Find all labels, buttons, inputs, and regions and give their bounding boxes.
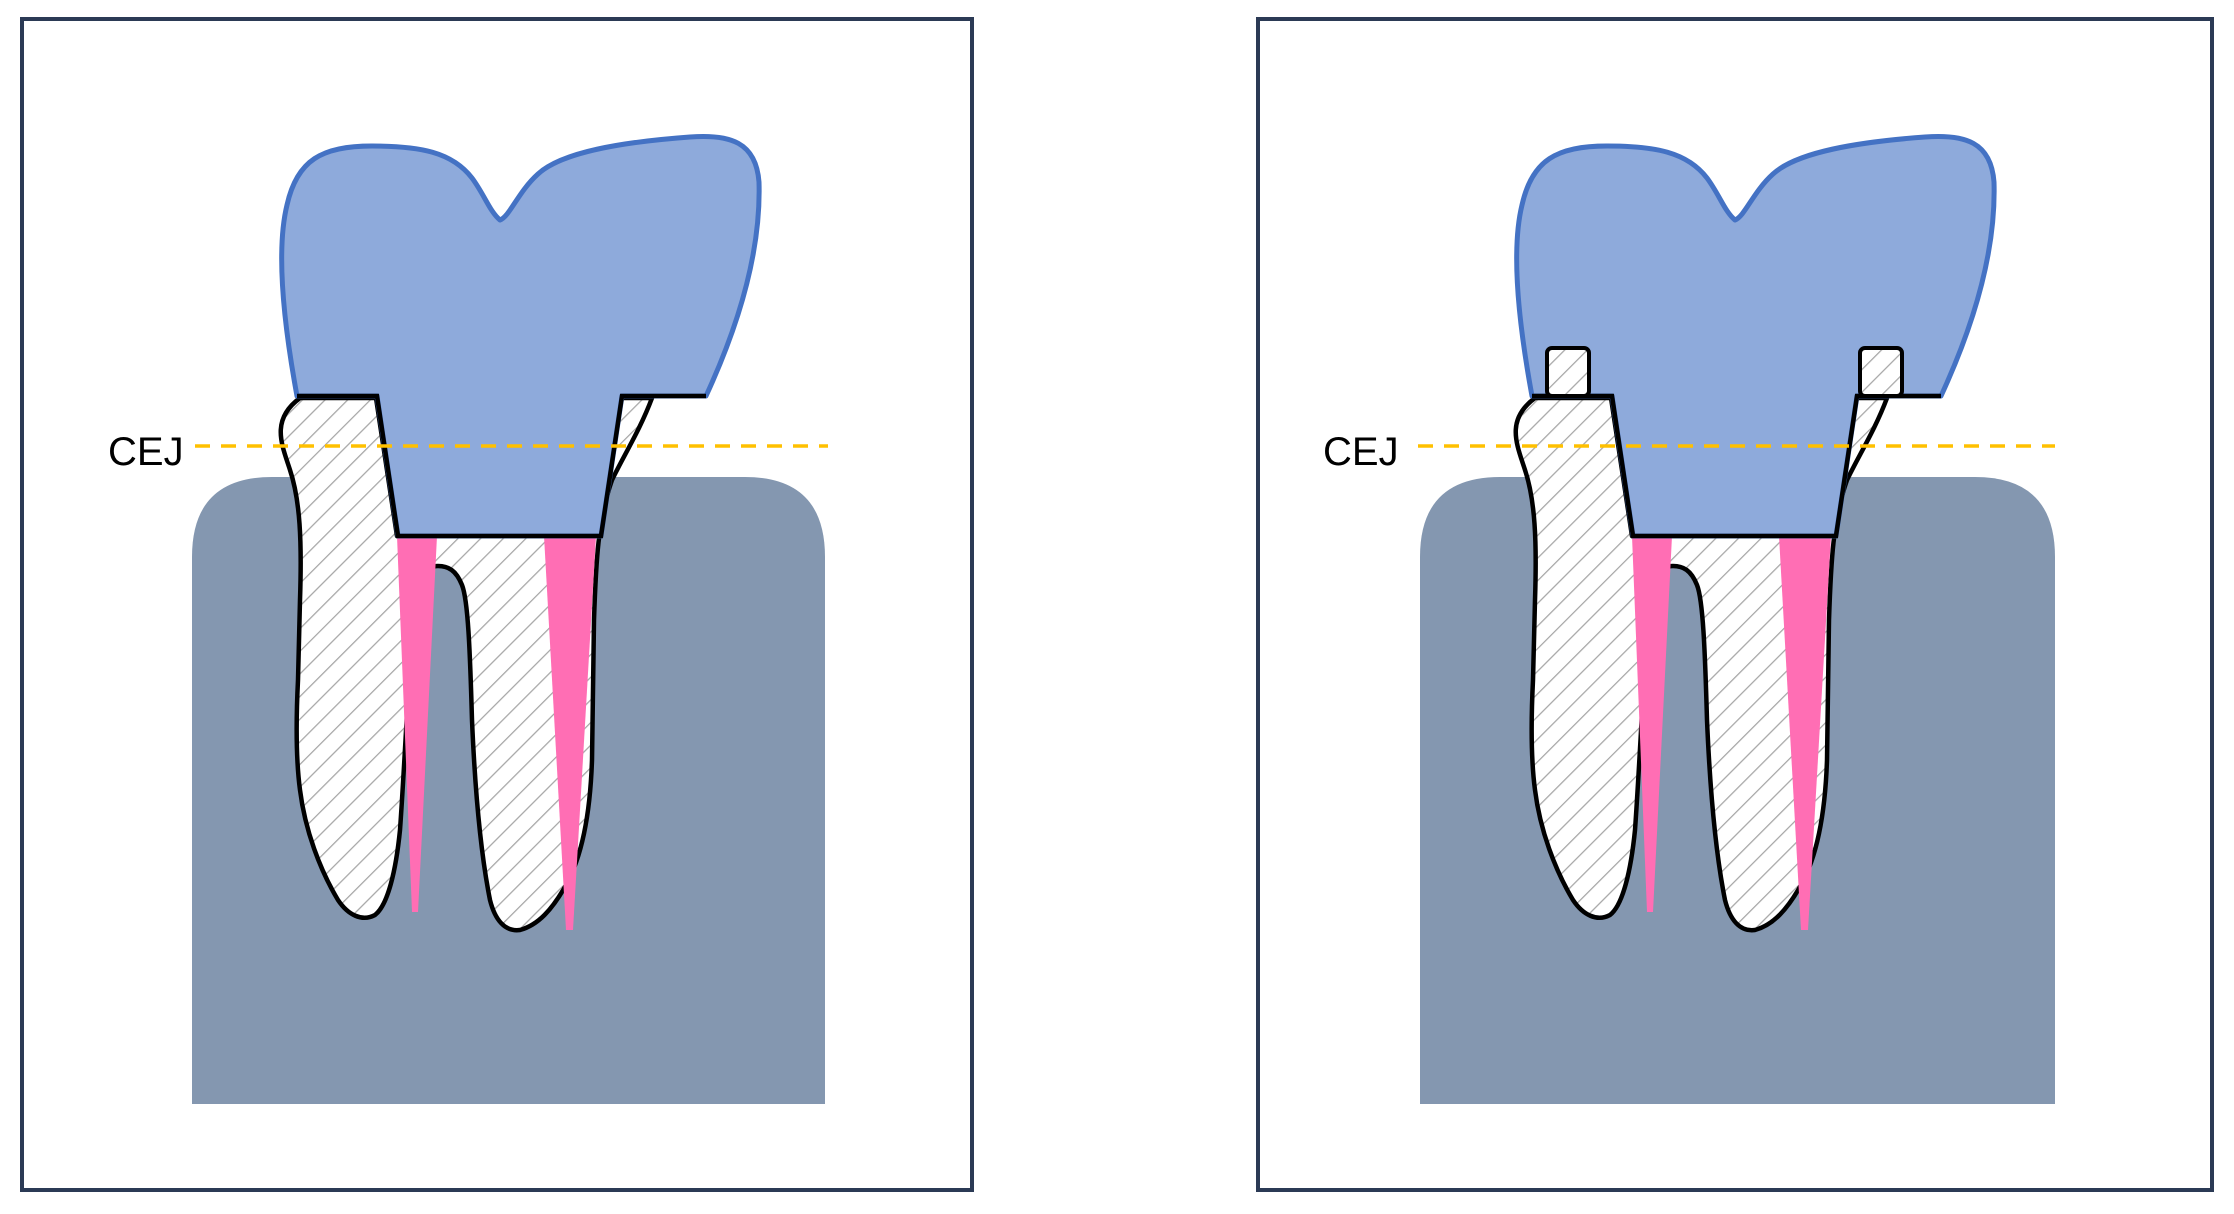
pulp-canal-mesial-left (397, 536, 437, 912)
crown-margin-left (297, 393, 706, 539)
tooth-right (1513, 133, 1997, 933)
crown-right (1514, 133, 1997, 539)
ferrule-post-mesial-right (1545, 346, 1591, 398)
cej-label-right: CEJ (1323, 430, 1399, 474)
pulp-canal-distal-left (544, 536, 596, 930)
tooth-left (278, 133, 762, 933)
pulp-canal-mesial-right (1632, 536, 1672, 912)
panel-right (1256, 17, 2214, 1192)
crown-left (279, 133, 762, 539)
pulp-canal-distal-right (1779, 536, 1831, 930)
cej-label-left: CEJ (108, 430, 184, 474)
ferrule-post-distal-right (1858, 346, 1904, 398)
